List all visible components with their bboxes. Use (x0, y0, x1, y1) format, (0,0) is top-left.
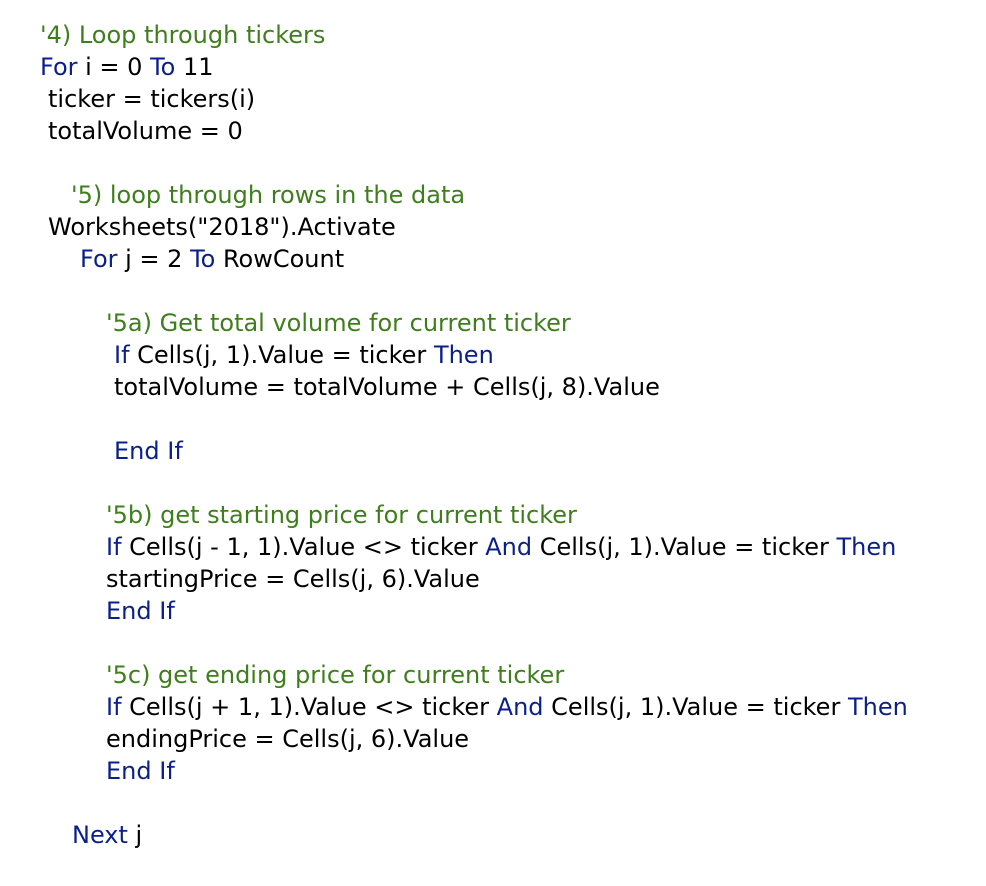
code-line: '4) Loop through tickers (40, 19, 325, 51)
code-keyword: Then (836, 533, 897, 561)
code-line: If Cells(j, 1).Value = ticker Then (114, 339, 494, 371)
code-keyword: End If (114, 437, 183, 465)
code-line: End If (114, 435, 183, 467)
code-line: totalVolume = 0 (48, 115, 243, 147)
code-keyword: Then (433, 341, 494, 369)
code-text: RowCount (215, 245, 345, 273)
code-text: i = 0 (77, 53, 151, 81)
code-line: totalVolume = totalVolume + Cells(j, 8).… (114, 371, 660, 403)
code-keyword: Next (72, 821, 128, 849)
code-line: '5) loop through rows in the data (71, 179, 465, 211)
code-keyword: End If (106, 757, 175, 785)
code-keyword: For (40, 53, 78, 81)
code-text: startingPrice = Cells(j, 6).Value (106, 565, 480, 593)
code-line: '5b) get starting price for current tick… (106, 499, 577, 531)
code-line: For j = 2 To RowCount (80, 243, 344, 275)
code-line: startingPrice = Cells(j, 6).Value (106, 563, 480, 595)
code-comment: '5b) get starting price for current tick… (106, 501, 577, 529)
code-line: For i = 0 To 11 (40, 51, 214, 83)
code-text: Cells(j, 1).Value = ticker (532, 533, 837, 561)
code-keyword: And (485, 533, 533, 561)
code-keyword: If (114, 341, 130, 369)
code-keyword: And (496, 693, 544, 721)
code-line: endingPrice = Cells(j, 6).Value (106, 723, 469, 755)
code-comment: '5c) get ending price for current ticker (106, 661, 565, 689)
code-text: Cells(j + 1, 1).Value <> ticker (121, 693, 497, 721)
code-text: j (127, 821, 143, 849)
code-keyword: To (190, 245, 216, 273)
code-text: totalVolume = totalVolume + Cells(j, 8).… (114, 373, 660, 401)
code-comment: '5) loop through rows in the data (71, 181, 466, 209)
code-text: Cells(j, 1).Value = ticker (129, 341, 434, 369)
code-text: Cells(j, 1).Value = ticker (543, 693, 848, 721)
code-keyword: To (150, 53, 176, 81)
code-comment: '4) Loop through tickers (40, 21, 326, 49)
code-text: 11 (175, 53, 214, 81)
code-line: Next j (72, 819, 142, 851)
code-text: Worksheets("2018").Activate (48, 213, 396, 241)
code-comment: '5a) Get total volume for current ticker (106, 309, 571, 337)
code-line: If Cells(j - 1, 1).Value <> ticker And C… (106, 531, 896, 563)
code-line: '5a) Get total volume for current ticker (106, 307, 571, 339)
code-keyword: For (80, 245, 118, 273)
code-line: Worksheets("2018").Activate (48, 211, 396, 243)
code-line: End If (106, 595, 175, 627)
code-line: End If (106, 755, 175, 787)
code-keyword: If (106, 533, 122, 561)
code-text: totalVolume = 0 (48, 117, 243, 145)
code-text: ticker = tickers(i) (48, 85, 256, 113)
code-text: Cells(j - 1, 1).Value <> ticker (121, 533, 486, 561)
code-line: ticker = tickers(i) (48, 83, 255, 115)
code-text: endingPrice = Cells(j, 6).Value (106, 725, 470, 753)
code-line: If Cells(j + 1, 1).Value <> ticker And C… (106, 691, 908, 723)
code-keyword: If (106, 693, 122, 721)
code-text: j = 2 (117, 245, 191, 273)
code-keyword: Then (847, 693, 908, 721)
code-keyword: End If (106, 597, 175, 625)
code-line: '5c) get ending price for current ticker (106, 659, 564, 691)
